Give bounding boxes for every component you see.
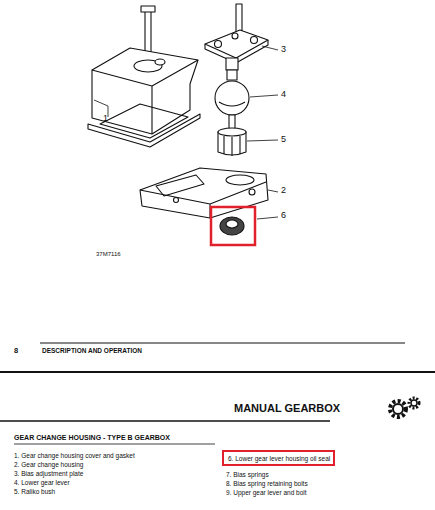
upper-lever-shaft bbox=[236, 4, 242, 34]
page-rule bbox=[0, 371, 435, 373]
callout-number: 6 bbox=[281, 211, 286, 221]
cover-bolt bbox=[145, 8, 151, 52]
cover-washer bbox=[155, 59, 165, 65]
gear-change-housing bbox=[140, 168, 268, 218]
oil-seal bbox=[220, 217, 244, 235]
parts-list-item: 4. Lower gear lever bbox=[14, 479, 70, 486]
callout-number: 2 bbox=[281, 186, 286, 196]
cover-edges bbox=[92, 60, 198, 134]
footer-rule bbox=[40, 343, 405, 344]
title-rule bbox=[14, 444, 215, 445]
highlight-box: 6. Lower gear lever housing oil seal bbox=[222, 450, 335, 466]
parts-list-item: 7. Bias springs bbox=[226, 471, 269, 478]
parts-list-item: 1. Gear change housing cover and gasket bbox=[14, 452, 135, 459]
bolt-head bbox=[141, 6, 155, 12]
plate-boss bbox=[226, 58, 238, 70]
parts-list-item: 2. Gear change housing bbox=[14, 461, 83, 468]
chapter-heading: MANUAL GEARBOX bbox=[234, 402, 340, 414]
cover-gasket bbox=[88, 114, 200, 147]
leader-line bbox=[250, 95, 278, 97]
parts-list-item: 9. Upper gear lever and bolt bbox=[226, 489, 307, 496]
section-title: GEAR CHANGE HOUSING - TYPE B GEARBOX bbox=[14, 434, 170, 442]
gear-icon bbox=[390, 398, 419, 417]
highlight-box bbox=[211, 207, 255, 245]
header-rule bbox=[0, 420, 330, 421]
housing-cover bbox=[92, 48, 198, 134]
callout-number: 4 bbox=[281, 90, 286, 100]
footer-heading: DESCRIPTION AND OPERATION bbox=[42, 347, 142, 354]
parts-list-item: 3. Bias adjustment plate bbox=[14, 470, 83, 477]
parts-list-item: 5. Raliko bush bbox=[14, 488, 55, 495]
page-number: 8 bbox=[14, 347, 18, 355]
callout-number: 3 bbox=[281, 45, 286, 55]
leader-line bbox=[268, 190, 278, 192]
parts-list-item: 8. Bias spring retaining bolts bbox=[226, 480, 308, 487]
leader-line bbox=[247, 140, 278, 141]
leader-line bbox=[257, 217, 278, 219]
figure-code: 37M7116 bbox=[96, 251, 121, 258]
lower-gear-lever-ball bbox=[215, 81, 249, 115]
callout-number: 5 bbox=[281, 135, 286, 145]
callout-number: 1 bbox=[103, 114, 108, 124]
gasket-inner bbox=[100, 104, 188, 138]
leader-line bbox=[262, 46, 278, 50]
parts-list-item: 6. Lower gear lever housing oil seal bbox=[228, 455, 329, 462]
